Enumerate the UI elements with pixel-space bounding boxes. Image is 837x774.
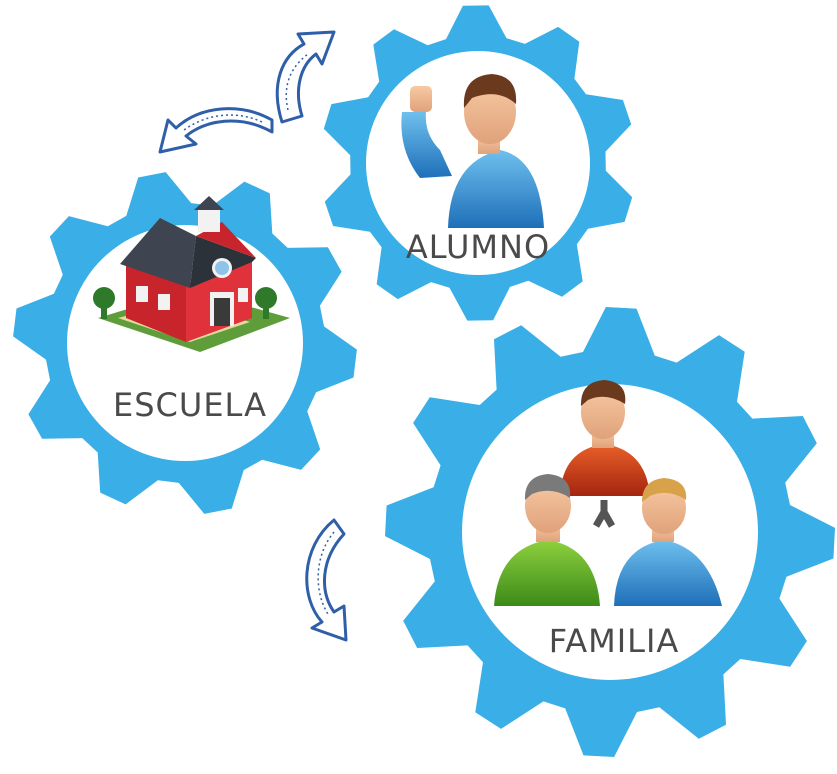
school-house-icon [93,196,290,352]
curved-arrow-bottom [305,518,348,642]
curved-arrow-left [158,107,274,154]
gear-familia-label: FAMILIA [549,622,680,660]
student-icon [401,74,544,228]
gear-escuela-label: ESCUELA [113,386,267,424]
gear-alumno-label: ALUMNO [406,228,550,266]
family-icon [494,380,722,606]
curved-arrow-top [275,30,336,124]
